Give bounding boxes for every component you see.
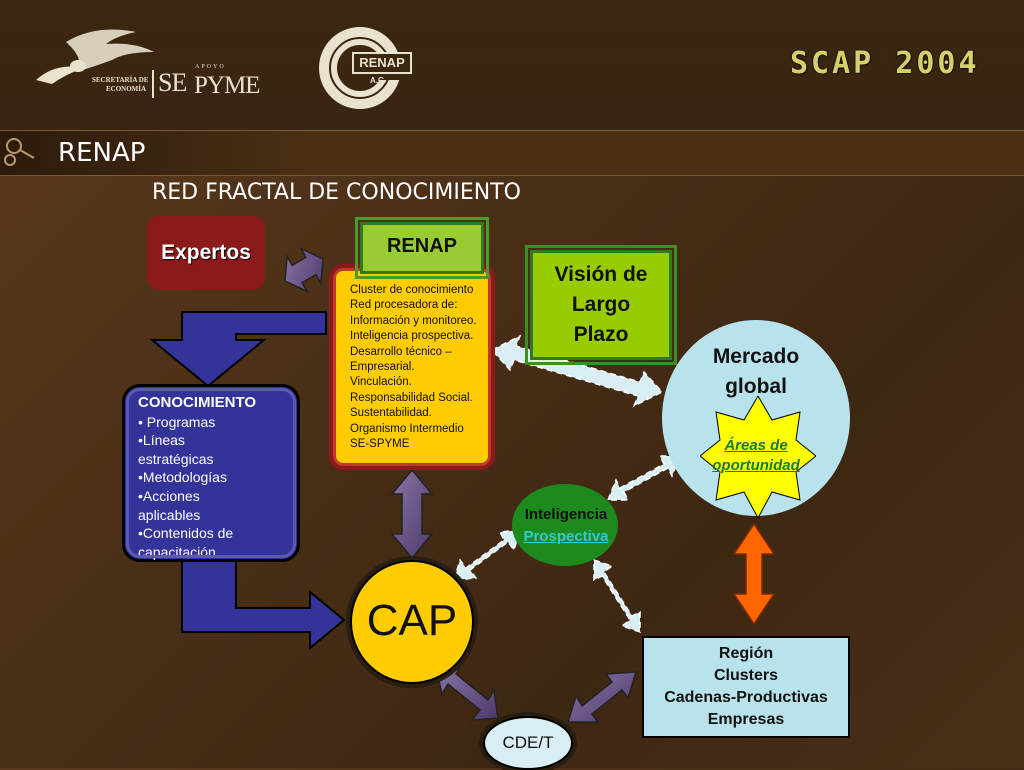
region-line: Clusters bbox=[713, 667, 779, 684]
mercado-line: global bbox=[725, 375, 787, 398]
areas-star-icon bbox=[700, 396, 816, 518]
region-line: Región bbox=[718, 645, 774, 662]
ornament-icon bbox=[4, 138, 35, 166]
secretaria-label: SECRETARÍA DE ECONOMÍA bbox=[92, 76, 149, 93]
conocimiento-item: capacitación bbox=[138, 543, 216, 560]
mercado-line: Mercado bbox=[712, 345, 800, 368]
vision-line: Plazo bbox=[573, 323, 629, 346]
vision-line: Largo bbox=[571, 293, 631, 316]
cluster-line: Cluster de conocimiento bbox=[350, 284, 474, 296]
cluster-box: Cluster de conocimiento Red procesadora … bbox=[329, 264, 495, 470]
mercado-global-label: Mercado global bbox=[680, 342, 832, 402]
cluster-line: Responsabilidad Social. bbox=[350, 391, 473, 404]
conocimiento-header: CONOCIMIENTO bbox=[138, 394, 257, 411]
conocimiento-item: •Contenidos de bbox=[138, 525, 234, 542]
secretaria-economia-logo bbox=[36, 29, 154, 84]
region-line: Cadenas-Productivas bbox=[664, 689, 828, 706]
inteligencia-region-dashed-arrow bbox=[593, 558, 641, 634]
scap-logo: SCAP 2004 bbox=[790, 46, 980, 81]
inteligencia-cap-dashed-arrow bbox=[452, 529, 522, 581]
cdet-ellipse: CDE/T bbox=[483, 716, 573, 770]
inteligencia-prospectiva-label: Inteligencia Prospectiva bbox=[504, 504, 628, 548]
cap-cdet-double-arrow bbox=[435, 663, 499, 721]
conocimiento-item: aplicables bbox=[138, 506, 201, 523]
cluster-line: Empresarial. bbox=[350, 361, 415, 374]
areas-line: Áreas de bbox=[724, 437, 788, 454]
expertos-renap-double-arrow bbox=[284, 246, 324, 294]
vision-line: Visión de bbox=[554, 263, 648, 286]
title-bar bbox=[0, 130, 1024, 176]
cluster-line: Inteligencia prospectiva. bbox=[350, 330, 474, 343]
vision-box: Visión de Largo Plazo bbox=[525, 245, 677, 365]
cluster-cap-double-arrow bbox=[390, 468, 434, 560]
conocimiento-item: •Metodologías bbox=[138, 469, 227, 486]
cluster-line: Red procesadora de: bbox=[350, 299, 458, 312]
page-subtitle: RED FRACTAL DE CONOCIMIENTO bbox=[152, 180, 521, 205]
mercado-inteligencia-dashed-arrow bbox=[606, 455, 682, 501]
cluster-line: Vinculación. bbox=[350, 376, 412, 389]
cap-label: CAP bbox=[366, 596, 458, 645]
conocimiento-box: CONOCIMIENTO • Programas •Líneas estraté… bbox=[122, 384, 300, 562]
cluster-line: Organismo Intermedio bbox=[350, 422, 464, 435]
conocimiento-to-cap-arrow bbox=[181, 559, 346, 651]
areas-line: oportunidad bbox=[712, 457, 800, 474]
cdet-region-double-arrow bbox=[566, 671, 638, 723]
areas-oportunidad-link[interactable]: Áreas de oportunidad bbox=[700, 436, 812, 476]
renap-logo-badge: RENAP bbox=[352, 52, 412, 74]
apoyo-label: APOYO bbox=[195, 64, 226, 70]
cluster-line: Sustentabilidad. bbox=[350, 407, 432, 420]
cluster-line: Información y monitoreo. bbox=[350, 314, 477, 327]
pyme-logo-text: PYME bbox=[194, 72, 260, 99]
mercado-region-double-arrow bbox=[732, 522, 776, 626]
inteligencia-circle bbox=[512, 484, 618, 566]
cluster-line: SE-SPYME bbox=[350, 438, 410, 451]
cluster-line: Desarrollo técnico – bbox=[350, 345, 452, 358]
conocimiento-item: • Programas bbox=[138, 413, 216, 430]
cap-circle bbox=[350, 560, 474, 684]
region-box: Región Clusters Cadenas-Productivas Empr… bbox=[642, 636, 850, 738]
se-logo-text: SE bbox=[158, 68, 187, 97]
logo-divider bbox=[152, 70, 154, 98]
inteligencia-line: Inteligencia bbox=[524, 506, 608, 523]
conocimiento-item: •Acciones bbox=[138, 487, 200, 504]
cluster-to-conocimiento-arrow bbox=[149, 311, 327, 388]
page-title: RENAP bbox=[58, 138, 146, 168]
prospectiva-link[interactable]: Prospectiva bbox=[523, 528, 609, 545]
renap-box: RENAP bbox=[355, 217, 489, 279]
renap-logo-sub: A.C. bbox=[370, 76, 386, 85]
region-line: Empresas bbox=[707, 711, 785, 728]
conocimiento-item: estratégicas bbox=[138, 450, 214, 467]
expertos-box: Expertos bbox=[147, 216, 265, 290]
header-band bbox=[0, 0, 1024, 130]
conocimiento-item: •Líneas bbox=[138, 432, 185, 449]
